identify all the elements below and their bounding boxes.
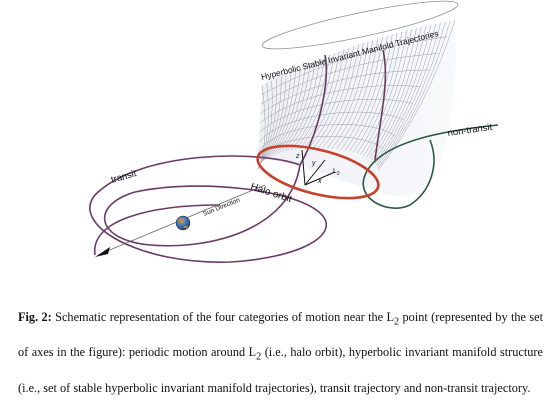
mesh-line: [290, 55, 330, 151]
mesh-line: [264, 71, 292, 161]
caption-text-1: Schematic representation of the four cat…: [51, 310, 395, 324]
mesh-line: [303, 49, 345, 149]
mesh-line: [308, 47, 350, 149]
non-transit-trajectory: [362, 124, 499, 209]
mesh-ring: [260, 85, 421, 124]
mesh-line: [340, 36, 383, 150]
axis-label-z: z: [295, 153, 300, 160]
transit-label: transit: [110, 168, 138, 186]
mesh-line: [345, 35, 388, 151]
mesh-line: [286, 57, 325, 152]
mesh-line: [275, 63, 311, 155]
figure-diagram: y x z L2 Hyperbolic Stable Invariant Man…: [89, 0, 499, 263]
mesh-line: [313, 46, 354, 149]
mesh-line: [373, 25, 432, 162]
axis-label-x: x: [317, 178, 322, 185]
figure-caption: Fig. 2: Schematic representation of the …: [18, 302, 543, 404]
caption-text-3: (i.e., halo orbit), hyperbolic invariant…: [18, 345, 543, 395]
mesh-line: [331, 39, 374, 149]
l2-label: L2: [333, 168, 340, 177]
mesh-line: [356, 31, 403, 154]
halo-orbit: [256, 144, 380, 200]
mesh-ring: [261, 36, 447, 95]
mesh-ring: [258, 124, 396, 152]
mesh-line: [266, 69, 297, 159]
l2-axes: [301, 149, 336, 186]
sun-direction-label: Sun Direction: [202, 197, 241, 218]
mesh-line: [366, 28, 417, 158]
mesh-line: [377, 20, 451, 169]
mesh-line: [327, 41, 369, 149]
mesh-line: [322, 42, 364, 149]
mesh-line: [317, 44, 359, 149]
mesh-line: [377, 19, 456, 171]
axis-label-y: y: [311, 160, 316, 167]
caption-sub-1: 2: [394, 316, 400, 328]
mesh-line: [353, 32, 398, 153]
mesh-line: [259, 78, 277, 166]
transit-trajectory: [89, 49, 387, 263]
caption-fig-label: Fig. 2:: [18, 310, 52, 324]
caption-sub-2: 2: [256, 351, 262, 363]
mesh-line: [294, 53, 335, 150]
mesh-line: [262, 73, 287, 162]
mesh-ring: [260, 69, 430, 114]
sun-direction-arrowhead: [95, 247, 110, 257]
mesh-ring: [259, 98, 413, 133]
mesh-ring: [260, 53, 438, 105]
mesh-ring: [259, 111, 404, 142]
non-transit-label: non-transit: [447, 122, 493, 139]
mesh-line: [349, 34, 393, 152]
mesh-line: [374, 23, 436, 164]
mesh-line: [258, 80, 273, 167]
mesh-line: [272, 65, 306, 156]
mesh-line: [299, 51, 340, 150]
caption-text-2: point (represented by the set of axes in…: [18, 310, 544, 360]
mesh-line: [336, 38, 379, 150]
mesh-line: [371, 26, 427, 161]
mesh-line: [269, 67, 301, 158]
earth-icon: [175, 215, 191, 231]
